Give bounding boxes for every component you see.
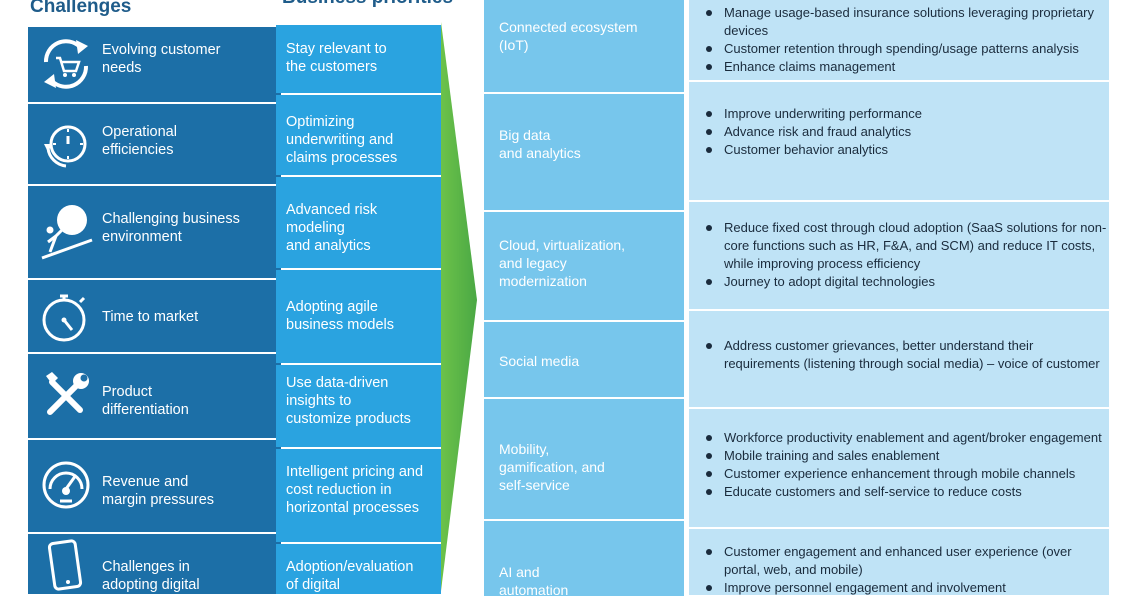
detail-bullet: Reduce fixed cost through cloud adoption… [706,219,1109,273]
challenge-row: Time to market [28,280,281,352]
details-cell: Manage usage-based insurance solutions l… [689,0,1109,80]
stopwatch-cycle-icon [44,125,87,168]
priority-cell: Use data-driven insights to customize pr… [276,365,441,447]
detail-bullet: Workforce productivity enablement and ag… [706,429,1109,447]
detail-bullet: Customer behavior analytics [706,141,1109,159]
challenge-label: Challenges in adopting digital [102,559,200,593]
technology-cell: Connected ecosystem (IoT) [484,0,684,92]
mobile-phone-icon [47,539,83,591]
challenge-label: Challenging business environment [102,211,240,245]
stopwatch-icon [42,294,86,342]
challenge-label: Evolving customer needs [102,42,221,76]
challenge-label: Operational efficiencies [102,124,177,158]
priority-cell: Advanced risk modeling and analytics [276,177,441,268]
priority-cell: Stay relevant to the customers [276,25,441,93]
challenges-header: Challenges [30,0,132,17]
details-cell: Customer engagement and enhanced user ex… [689,529,1109,595]
wrench-screwdriver-icon [46,372,89,415]
detail-bullet: Customer experience enhancement through … [706,465,1109,483]
challenge-label: Revenue and margin pressures [102,474,215,508]
details-cell: Workforce productivity enablement and ag… [689,409,1109,527]
challenge-label: Time to market [102,309,199,325]
technology-cell: Mobility, gamification, and self-service [484,399,684,519]
challenge-row: Challenges in adopting digital [28,534,281,594]
priorities-header: Business priorities [282,0,453,9]
details-cell: Address customer grievances, better unde… [689,311,1109,407]
cart-refresh-icon [43,39,89,89]
priority-cell: Adoption/evaluation of digital [276,544,441,594]
priority-cell: Adopting agile business models [276,270,441,363]
detail-bullet: Journey to adopt digital technologies [706,273,1109,291]
details-cell: Improve underwriting performance Advance… [689,82,1109,200]
detail-bullet: Educate customers and self-service to re… [706,483,1109,501]
person-pushing-boulder-icon [41,205,93,260]
priority-cell: Optimizing underwriting and claims proce… [276,95,441,175]
detail-bullet: Address customer grievances, better unde… [706,337,1109,373]
green-arrow-icon [441,22,477,591]
gauge-icon [42,461,90,509]
technology-cell: Cloud, virtualization, and legacy modern… [484,212,684,320]
detail-bullet: Improve personnel engagement and involve… [706,579,1109,597]
challenge-row: Operational efficiencies [28,104,281,184]
detail-bullet: Enhance claims management [706,58,1109,76]
detail-bullet: Advance risk and fraud analytics [706,123,1109,141]
challenge-row: Product differentiation [28,354,281,438]
challenge-row: Revenue and margin pressures [28,440,281,532]
detail-bullet: Manage usage-based insurance solutions l… [706,4,1109,40]
detail-bullet: Customer engagement and enhanced user ex… [706,543,1109,579]
challenge-row: Challenging business environment [28,186,281,278]
challenge-label: Product differentiation [102,384,189,418]
technology-cell: AI and automation [484,521,684,598]
technology-cell: Big data and analytics [484,94,684,210]
priority-cell: Intelligent pricing and cost reduction i… [276,449,441,542]
challenge-row: Evolving customer needs [28,27,281,102]
detail-bullet: Customer retention through spending/usag… [706,40,1109,58]
detail-bullet: Mobile training and sales enablement [706,447,1109,465]
technology-cell: Social media [484,322,684,397]
detail-bullet: Improve underwriting performance [706,105,1109,123]
details-cell: Reduce fixed cost through cloud adoption… [689,202,1109,309]
